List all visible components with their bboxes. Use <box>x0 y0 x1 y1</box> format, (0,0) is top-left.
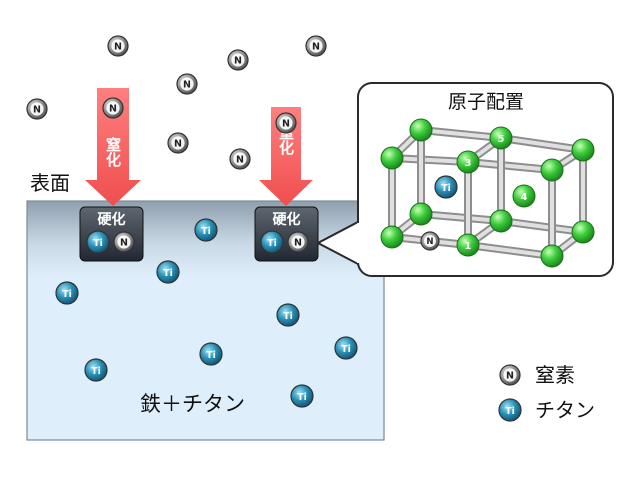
titanium-symbol: Ti <box>341 344 351 355</box>
nitrogen-symbol: N <box>120 238 128 249</box>
lattice-atom <box>380 146 404 170</box>
titanium-symbol: Ti <box>62 289 72 300</box>
lattice-atom <box>489 126 513 150</box>
lattice-bond-highlight <box>466 160 554 172</box>
titanium-atom: Ti <box>156 260 180 284</box>
nitrogen-symbol: N <box>183 80 191 91</box>
nitrogen-atom: N <box>107 35 129 57</box>
lattice-atom <box>456 233 480 257</box>
lattice-atom <box>380 225 404 249</box>
hardened-label-left: 硬化 <box>98 211 126 228</box>
nitrogen-atom: N <box>305 35 327 57</box>
hardened-label-right: 硬化 <box>273 211 301 228</box>
titanium-atom: Ti <box>199 342 223 366</box>
material-label: 鉄＋チタン <box>140 392 245 416</box>
lattice-atom <box>571 220 595 244</box>
nitrogen-symbol: N <box>236 155 244 166</box>
nitrogen-symbol: N <box>506 371 514 382</box>
hardened-box-right: 硬化 Ti N <box>254 206 319 262</box>
lattice-number: 5 <box>498 134 505 145</box>
nitrogen-atom: N <box>176 73 198 95</box>
titanium-symbol: Ti <box>201 226 211 237</box>
titanium-symbol: Ti <box>283 311 293 322</box>
lattice-number: 1 <box>465 241 472 252</box>
inset-title: 原子配置 <box>448 91 524 113</box>
nitrogen-symbol: N <box>174 139 182 150</box>
legend-nitrogen-label: 窒素 <box>535 363 575 387</box>
lattice-bond-highlight <box>419 212 503 223</box>
nitrogen-atom: N <box>113 231 135 253</box>
titanium-symbol: Ti <box>441 183 451 194</box>
surface-label: 表面 <box>30 171 70 195</box>
free-nitrogen-atoms: N N N N N N N N N <box>26 35 327 170</box>
titanium-symbol: Ti <box>267 238 277 249</box>
lattice-bond-highlight <box>499 136 585 152</box>
nitrogen-symbol: N <box>426 237 433 247</box>
hardened-box-left: 硬化 Ti N <box>79 206 144 262</box>
titanium-symbol: Ti <box>206 350 216 361</box>
arrow-left-label: 窒化 <box>104 136 122 167</box>
nitrogen-symbol: N <box>282 119 290 130</box>
titanium-symbol: Ti <box>91 366 101 377</box>
lattice-nitrogen-atom: N <box>420 231 440 251</box>
nitrogen-atom: N <box>275 112 297 134</box>
lattice-atom <box>456 150 480 174</box>
nitrogen-symbol: N <box>294 238 302 249</box>
titanium-atom: Ti <box>194 218 218 242</box>
titanium-symbol: Ti <box>505 406 515 417</box>
lattice-center-atom <box>512 184 536 208</box>
legend: N Ti 窒素 チタン <box>498 363 595 422</box>
nitrogen-atom: N <box>102 97 124 119</box>
lattice-bond-highlight <box>466 243 554 258</box>
titanium-atom: Ti <box>260 230 284 254</box>
legend-nitrogen-icon: N <box>499 364 521 386</box>
nitriding-arrow-left: 窒化 <box>85 88 141 206</box>
titanium-atom: Ti <box>86 230 110 254</box>
nitrogen-atom: N <box>26 98 48 120</box>
nitrogen-atom: N <box>227 49 249 71</box>
lattice-bond-highlight <box>419 128 503 140</box>
nitrogen-atom: N <box>287 231 309 253</box>
nitrogen-symbol: N <box>109 104 117 115</box>
titanium-symbol: Ti <box>297 392 307 403</box>
nitrogen-symbol: N <box>312 42 320 53</box>
nitrogen-symbol: N <box>114 42 122 53</box>
titanium-atom: Ti <box>55 281 79 305</box>
nitrogen-atom: N <box>229 148 251 170</box>
lattice-bond-highlight <box>499 219 585 234</box>
lattice-titanium-atom: Ti <box>434 175 458 199</box>
titanium-atom: Ti <box>84 358 108 382</box>
lattice-atom <box>540 244 564 268</box>
nitrogen-atom: N <box>167 132 189 154</box>
lattice-number: 3 <box>465 158 472 169</box>
lattice-atom <box>409 118 433 142</box>
legend-titanium-label: チタン <box>535 398 595 422</box>
lattice-atom <box>409 202 433 226</box>
lattice-atom <box>540 158 564 182</box>
legend-titanium-icon: Ti <box>498 398 522 422</box>
lattice-bond-highlight <box>390 156 470 164</box>
nitrogen-symbol: N <box>33 105 41 116</box>
titanium-atom: Ti <box>290 384 314 408</box>
titanium-atom: Ti <box>334 336 358 360</box>
lattice-number: 4 <box>521 192 528 203</box>
lattice-atom <box>489 209 513 233</box>
titanium-symbol: Ti <box>93 238 103 249</box>
titanium-atom: Ti <box>276 303 300 327</box>
lattice-atom <box>571 138 595 162</box>
nitrogen-symbol: N <box>234 56 242 67</box>
titanium-symbol: Ti <box>163 268 173 279</box>
lattice-structure: TiN 1 3 4 5 <box>380 118 595 268</box>
